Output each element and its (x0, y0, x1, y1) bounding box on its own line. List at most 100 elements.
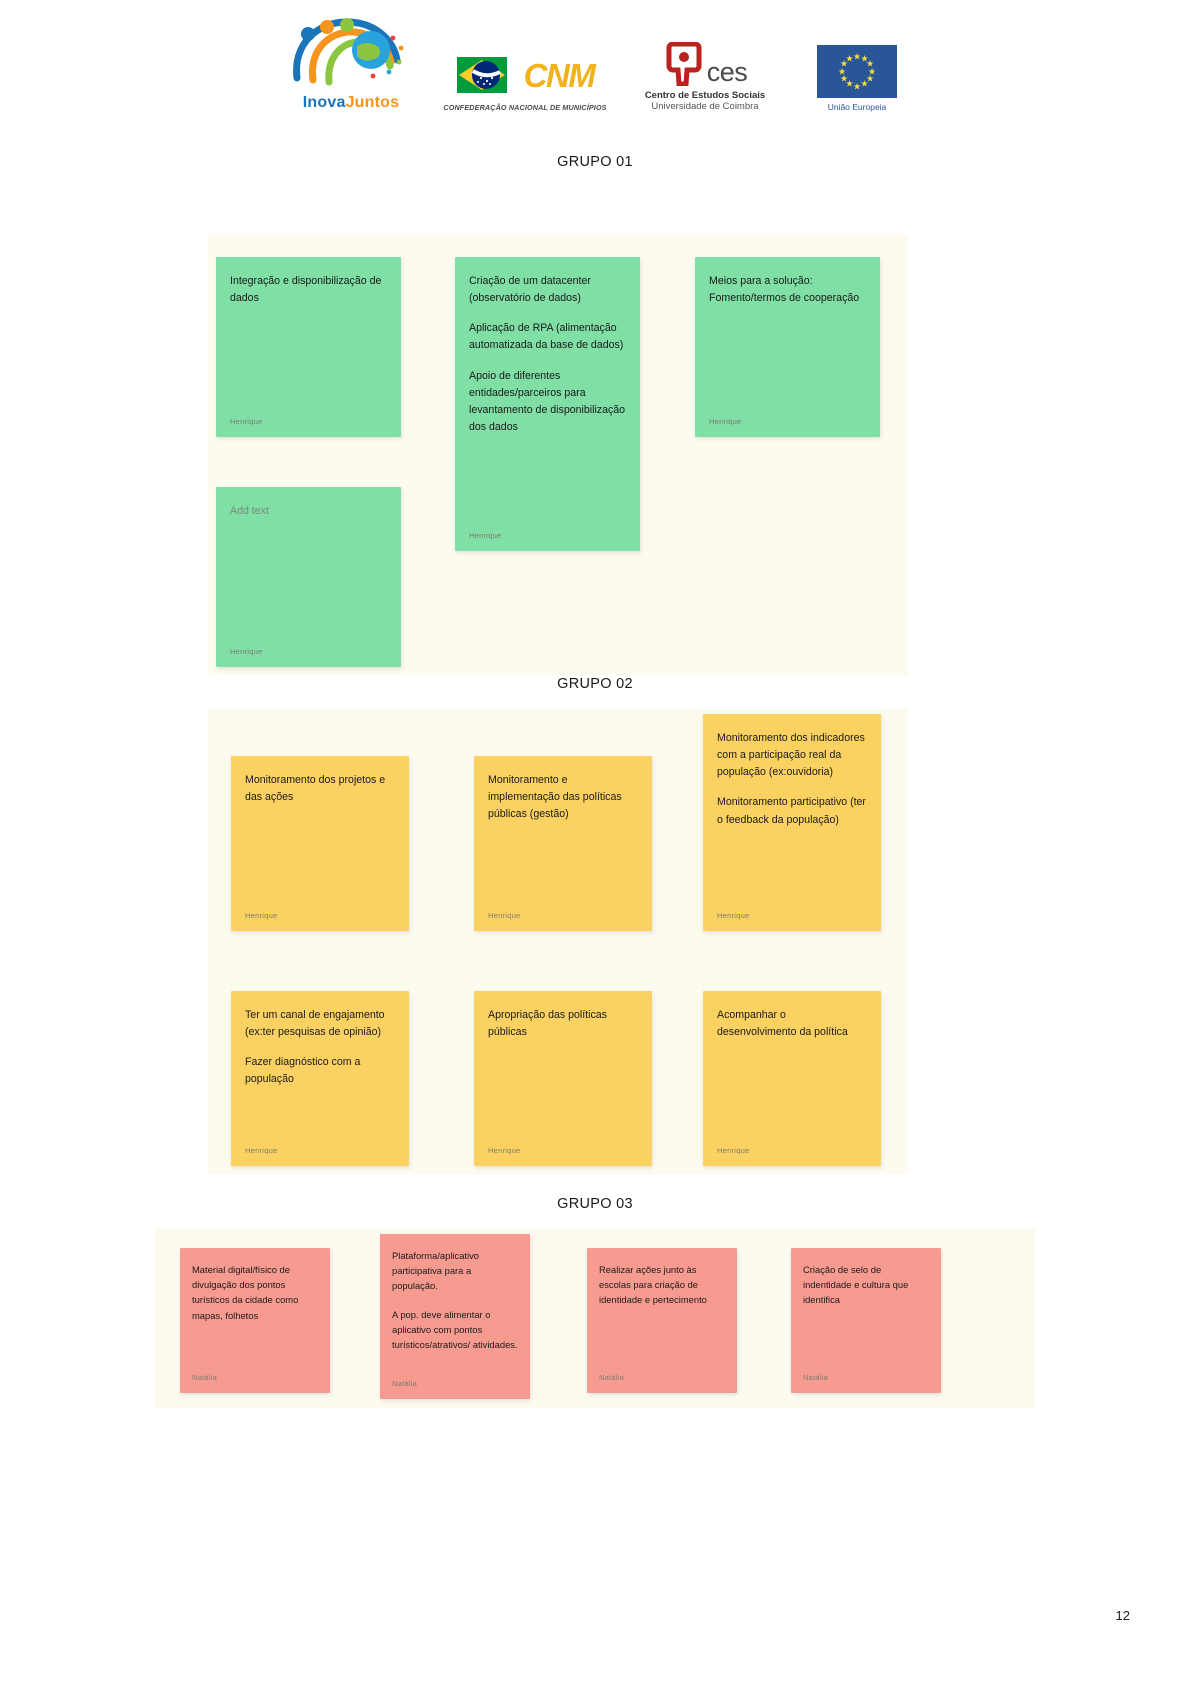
sticky-note[interactable]: Monitoramento dos indicadores com a part… (703, 714, 881, 931)
board-grupo-03: Material digital/físico de divulgação do… (155, 1228, 1035, 1408)
note-body: Material digital/físico de divulgação do… (192, 1262, 318, 1323)
sticky-note[interactable]: Ter um canal de engajamento (ex:ter pesq… (231, 991, 409, 1166)
note-paragraph: Plataforma/aplicativo participativa para… (392, 1250, 480, 1292)
note-paragraph: Apoio de diferentes entidades/parceiros … (469, 369, 626, 434)
note-body: Monitoramento dos indicadores com a part… (717, 730, 867, 829)
note-paragraph: Ter um canal de engajamento (ex:ter pesq… (245, 1009, 385, 1039)
note-paragraph: A pop. deve alimentar o aplicativo com p… (392, 1308, 518, 1351)
note-body: Plataforma/aplicativo participativa para… (392, 1248, 518, 1352)
ces-line2: Universidade de Coimbra (651, 101, 759, 112)
eu-star-icon: ★ (839, 73, 849, 84)
sticky-note[interactable]: Acompanhar o desenvolvimento da política… (703, 991, 881, 1166)
eu-star-icon: ★ (839, 58, 849, 69)
note-paragraph: Monitoramento participativo (ter o feedb… (717, 796, 866, 826)
sticky-note[interactable]: Criação de selo de indentidade e cultura… (791, 1248, 941, 1393)
note-body: Add text (230, 503, 387, 520)
sticky-note[interactable]: Criação de um datacenter (observatório d… (455, 257, 640, 551)
eu-star-icon: ★ (852, 51, 862, 61)
board-grupo-01: Integração e disponibilização de dados H… (208, 235, 908, 675)
note-paragraph: Monitoramento dos projetos e das ações (245, 774, 386, 804)
note-author: Henrique (469, 530, 502, 540)
note-body: Criação de um datacenter (observatório d… (469, 273, 626, 436)
board-grupo-02: Monitoramento dos projetos e das ações H… (208, 708, 908, 1174)
eu-star-icon: ★ (845, 78, 854, 89)
note-body: Monitoramento e implementação das políti… (488, 772, 638, 823)
logo-bar: InovaJuntos CNM CONFEDERAÇÃO NACIONAL DE… (0, 0, 1190, 112)
sticky-note[interactable]: Apropriação das políticas públicas Henri… (474, 991, 652, 1166)
sticky-note-placeholder[interactable]: Add text Henrique (216, 487, 401, 667)
note-paragraph: Aplicação de RPA (alimentação automatiza… (469, 322, 624, 352)
cnm-acronym: CNM (523, 56, 596, 94)
note-paragraph: Realizar ações junto às escolas para cri… (599, 1264, 707, 1306)
note-author: Natália (803, 1372, 829, 1382)
note-paragraph: Material digital/físico de divulgação do… (192, 1264, 299, 1321)
eu-star-icon: ★ (865, 58, 875, 69)
eu-caption: União Europeia (827, 102, 887, 112)
note-body: Realizar ações junto às escolas para cri… (599, 1262, 725, 1308)
note-paragraph: Apropriação das políticas públicas (488, 1009, 607, 1039)
note-paragraph: Monitoramento dos indicadores com a part… (717, 732, 865, 779)
note-body: Acompanhar o desenvolvimento da política (717, 1007, 867, 1041)
inovajuntos-logo: InovaJuntos (287, 16, 415, 112)
note-body: Ter um canal de engajamento (ex:ter pesq… (245, 1007, 395, 1089)
group-title-2: GRUPO 02 (557, 676, 633, 692)
note-body: Apropriação das políticas públicas (488, 1007, 638, 1041)
inovajuntos-wordmark: InovaJuntos (303, 94, 399, 112)
note-paragraph: Acompanhar o desenvolvimento da política (717, 1009, 848, 1039)
note-body: Criação de selo de indentidade e cultura… (803, 1262, 929, 1308)
ces-mark: ces (663, 42, 748, 86)
note-paragraph: Meios para a solução: Fomento/termos de … (709, 275, 860, 305)
note-author: Henrique (230, 416, 263, 426)
group-title-3: GRUPO 03 (557, 1196, 633, 1212)
eu-star-icon: ★ (852, 81, 862, 91)
eu-flag-icon: ★★★★★★★★★★★★ (817, 45, 897, 98)
eu-logo: ★★★★★★★★★★★★ União Europeia (811, 45, 903, 112)
note-body: Monitoramento dos projetos e das ações (245, 772, 395, 806)
note-paragraph: Integração e disponibilização de dados (230, 275, 382, 305)
eu-star-icon: ★ (867, 66, 877, 76)
sticky-note[interactable]: Meios para a solução: Fomento/termos de … (695, 257, 880, 437)
sticky-note[interactable]: Material digital/físico de divulgação do… (180, 1248, 330, 1393)
note-author: Henrique (245, 1145, 278, 1155)
note-paragraph: Criação de um datacenter (observatório d… (469, 275, 591, 305)
ces-symbol-icon (666, 42, 702, 86)
ces-acronym: ces (706, 57, 748, 88)
eu-star-icon: ★ (860, 78, 869, 89)
sticky-note[interactable]: Plataforma/aplicativo participativa para… (380, 1234, 530, 1399)
note-author: Henrique (488, 1145, 521, 1155)
eu-star-icon: ★ (860, 53, 869, 63)
note-author: Henrique (709, 416, 742, 426)
inovajuntos-icon (293, 18, 404, 86)
note-author: Natália (192, 1372, 218, 1382)
note-paragraph: Monitoramento e implementação das políti… (488, 774, 622, 821)
cnm-mark: CNM (456, 50, 596, 100)
inovajuntos-mark (287, 16, 415, 98)
note-paragraph: Fazer diagnóstico com a população (245, 1056, 361, 1086)
inovajuntos-word-b: Juntos (345, 94, 400, 111)
cnm-subtitle: CONFEDERAÇÃO NACIONAL DE MUNICÍPIOS (443, 103, 607, 112)
cnm-flag-icon (456, 57, 507, 93)
note-author: Henrique (245, 910, 278, 920)
sticky-note[interactable]: Monitoramento dos projetos e das ações H… (231, 756, 409, 931)
note-author: Henrique (717, 910, 750, 920)
note-author: Natália (392, 1378, 418, 1388)
note-author: Natália (599, 1372, 625, 1382)
sticky-note[interactable]: Realizar ações junto às escolas para cri… (587, 1248, 737, 1393)
eu-star-icon: ★ (837, 66, 847, 76)
note-placeholder-text: Add text (230, 505, 269, 517)
note-author: Henrique (717, 1145, 750, 1155)
note-paragraph: Criação de selo de indentidade e cultura… (803, 1264, 909, 1306)
page-number: 12 (1115, 1608, 1130, 1623)
note-body: Integração e disponibilização de dados (230, 273, 387, 307)
cnm-logo: CNM CONFEDERAÇÃO NACIONAL DE MUNICÍPIOS (443, 50, 606, 112)
sticky-note[interactable]: Integração e disponibilização de dados H… (216, 257, 401, 437)
eu-star-icon: ★ (845, 53, 854, 63)
inovajuntos-word-a: Inova (302, 94, 346, 111)
ces-line1: Centro de Estudos Sociais (644, 90, 766, 101)
ces-logo: ces Centro de Estudos Sociais Universida… (635, 42, 775, 112)
note-body: Meios para a solução: Fomento/termos de … (709, 273, 866, 307)
note-author: Henrique (230, 646, 263, 656)
group-title-1: GRUPO 01 (557, 154, 633, 170)
sticky-note[interactable]: Monitoramento e implementação das políti… (474, 756, 652, 931)
note-author: Henrique (488, 910, 521, 920)
